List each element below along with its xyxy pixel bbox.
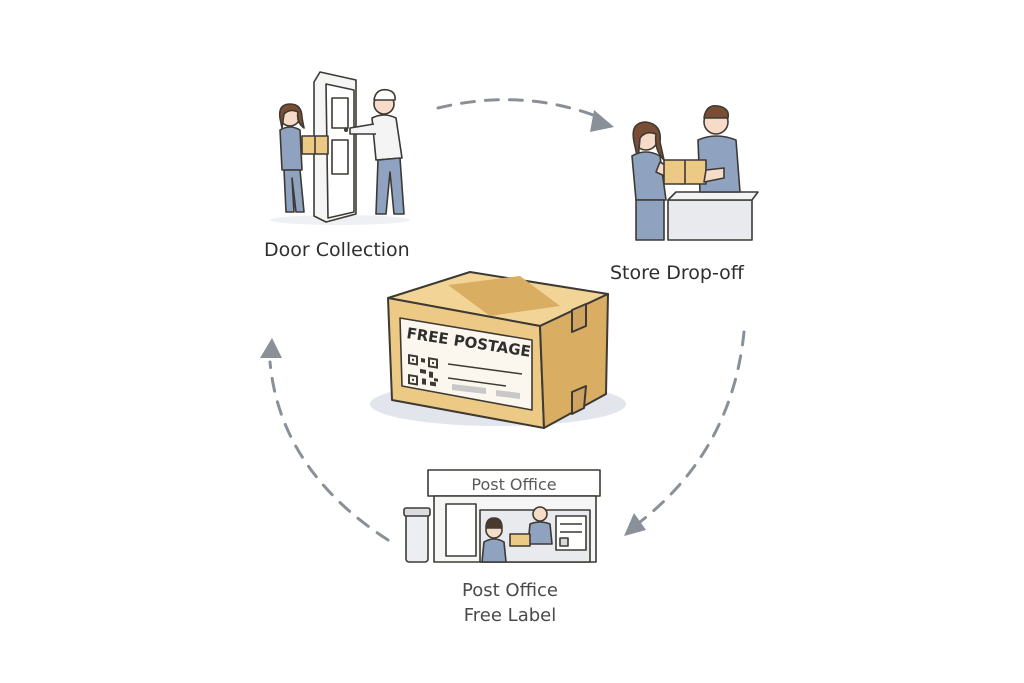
post-office-illustration: Post Office: [403, 469, 601, 563]
arrowhead-door: [260, 338, 282, 358]
courier-cap: [373, 88, 396, 101]
store-counter: [667, 199, 753, 241]
arrowheads: [260, 110, 646, 536]
parcel-tape-side-bottom: [571, 385, 587, 415]
customer-shirt: [631, 151, 667, 201]
arrow-door-to-store: [436, 98, 598, 118]
woman-shirt: [279, 126, 303, 171]
arrowhead-post: [624, 513, 646, 536]
post-box: [405, 511, 429, 563]
store-dropoff-illustration: [631, 104, 759, 241]
post-office-label-line2: Free Label: [463, 605, 557, 626]
post-office-label: Post Office Free Label: [430, 578, 590, 628]
post-office-label-line1: Post Office: [462, 580, 558, 601]
woman-legs: [283, 169, 305, 213]
courier-shirt: [371, 114, 403, 161]
post-office-sign: Post Office: [471, 475, 556, 494]
parcel-tape-side: [571, 303, 587, 333]
qr-code-icon: [408, 354, 438, 387]
courier-arm: [349, 123, 376, 135]
cycle-arrows: [268, 98, 746, 542]
door: [325, 83, 355, 219]
clerk-head: [532, 506, 548, 522]
arrowhead-store: [590, 110, 614, 132]
arrow-post-to-door: [268, 360, 390, 542]
parcel-tape-top: [448, 276, 560, 316]
post-office-door: [445, 503, 477, 557]
store-dropoff-label: Store Drop-off: [610, 262, 744, 284]
door-collection-illustration: [270, 71, 410, 225]
parcel-illustration: FREE POSTAGE: [370, 271, 626, 429]
arrow-store-to-post: [638, 330, 746, 524]
door-collection-label: Door Collection: [264, 239, 410, 261]
shipping-label: [399, 317, 533, 411]
courier-legs: [375, 157, 405, 215]
